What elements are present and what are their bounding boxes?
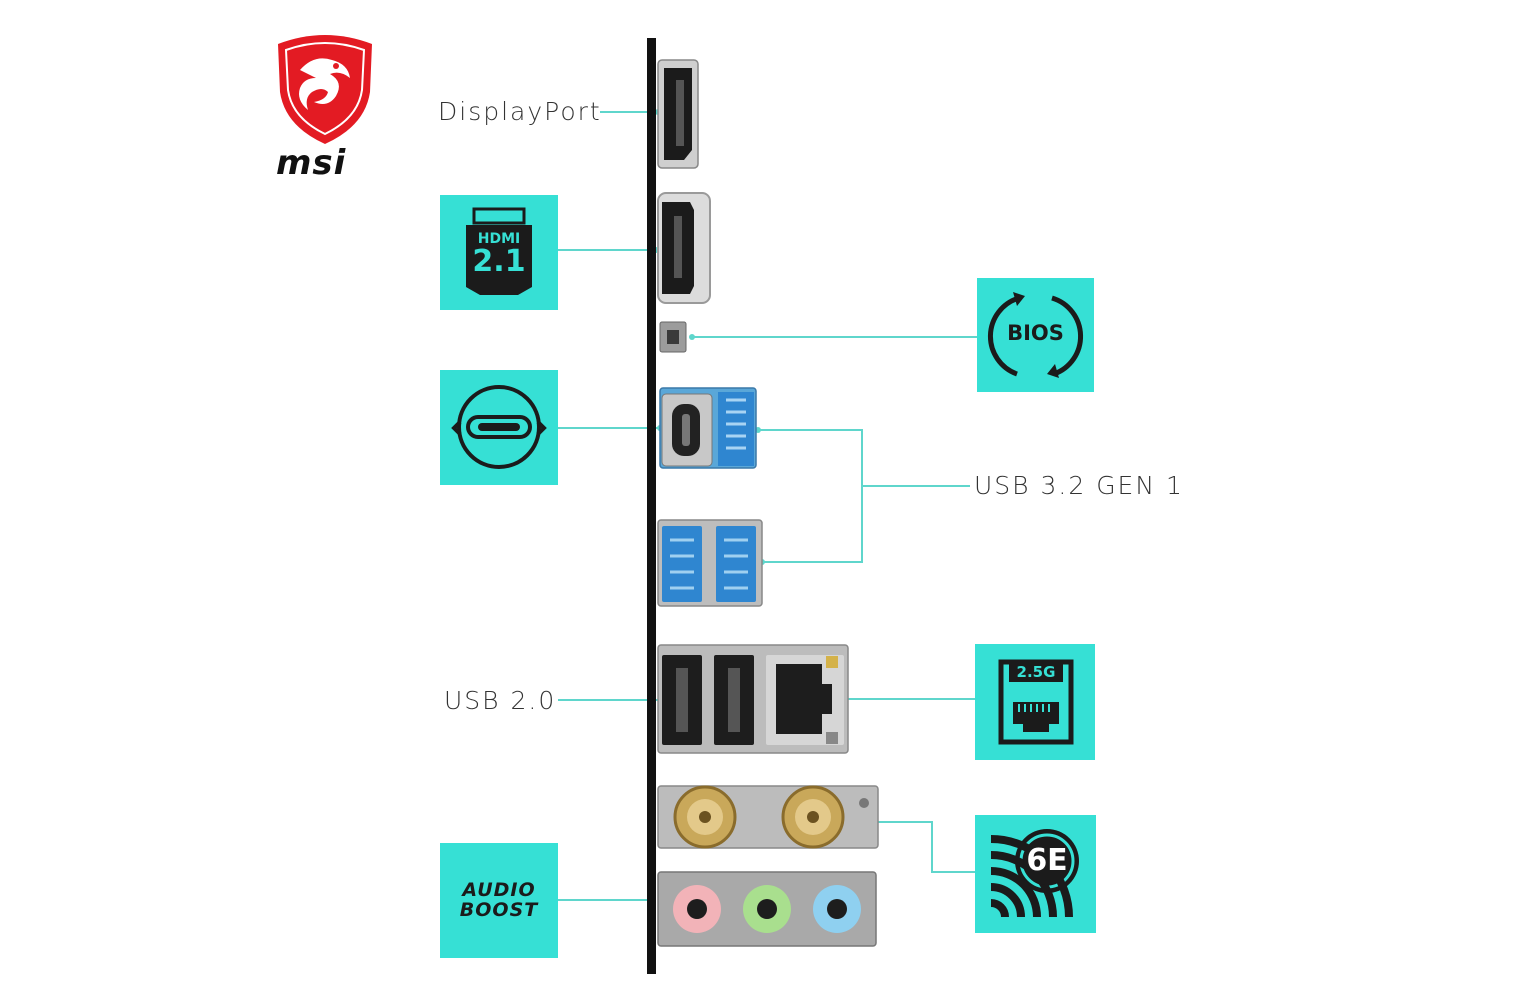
msi-dragon-shield-icon (278, 35, 372, 144)
audio-jacks (657, 871, 877, 947)
hdmi-icon-line1: HDMI (477, 231, 521, 247)
wifi-6e-icon: 6E (975, 815, 1096, 933)
audio-icon-line2: BOOST (459, 899, 539, 921)
audio-boost-icon: AUDIO BOOST (440, 843, 558, 958)
hdmi-connector (657, 192, 711, 304)
hdmi-2-1-icon: HDMI 2.1 (440, 195, 558, 310)
usb32-dual-connector (657, 519, 763, 607)
displayport-connector (657, 59, 699, 169)
wifi-icon-text: 6E (1026, 843, 1068, 878)
bios-icon-text: BIOS (1007, 321, 1064, 345)
lan-icon-text: 2.5G (1016, 663, 1056, 681)
audio-icon-line1: AUDIO (462, 879, 536, 901)
usb-type-c-icon (440, 370, 558, 485)
connector-lines (558, 111, 977, 901)
usb20-and-lan-connector (657, 644, 849, 754)
bios-flashback-button (659, 321, 687, 353)
msi-logo (270, 30, 380, 180)
usb20-label: USB 2.0 (444, 686, 557, 715)
bios-flashback-icon: BIOS (977, 278, 1094, 392)
panel-bar (647, 38, 656, 974)
usb-c-and-usb32-connector (659, 387, 757, 469)
displayport-label: DisplayPort (438, 97, 602, 126)
lan-2-5g-icon: 2.5G (975, 644, 1095, 760)
brand-wordmark: msi (276, 143, 347, 183)
hdmi-icon-line2: 2.1 (472, 244, 526, 279)
wifi-antenna-connectors (657, 785, 879, 849)
usb32-label: USB 3.2 GEN 1 (974, 471, 1184, 500)
